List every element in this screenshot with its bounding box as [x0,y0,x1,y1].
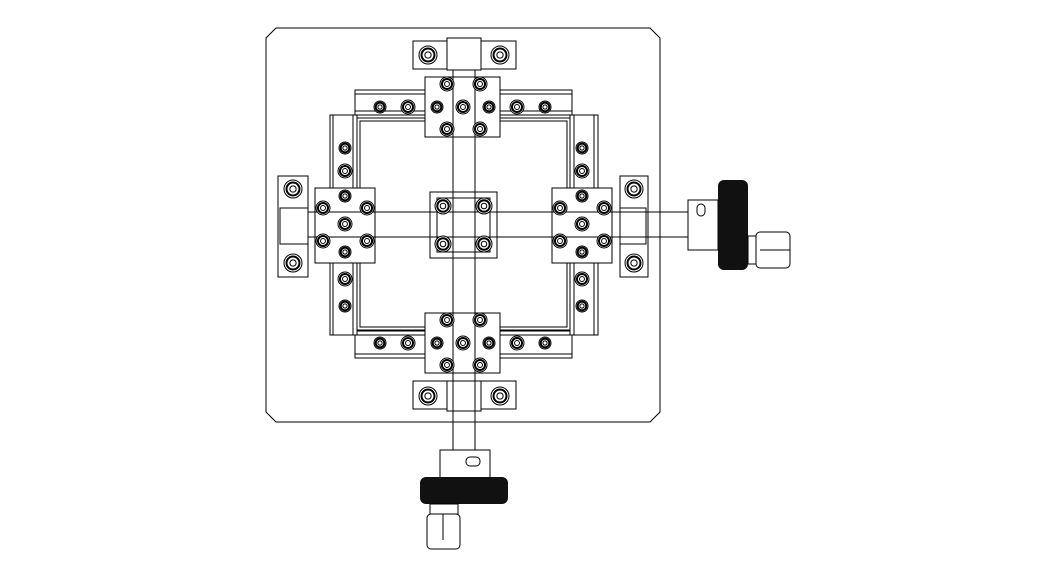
screw-icon [439,121,455,137]
screw-icon [509,99,525,115]
screw-icon [455,99,471,115]
screw-icon [439,76,455,92]
screw-icon [338,245,352,259]
screw-icon [472,121,488,137]
screw-icon [472,312,488,328]
screw-icon [434,197,452,215]
screw-icon [475,197,493,215]
screw-icon [538,100,552,114]
screw-icon [338,141,352,155]
screw-icon [418,45,438,65]
screw-icon [400,99,416,115]
screw-icon [359,200,375,216]
screw-icon [283,179,303,199]
screw-icon [575,299,589,313]
screw-icon [359,233,375,249]
screw-icon [439,312,455,328]
screw-icon [538,336,552,350]
screw-icon [315,233,331,249]
screw-icon [575,189,589,203]
screw-icon [337,271,353,287]
screw-icon [439,357,455,373]
screw-icon [482,100,496,114]
screw-icon [400,335,416,351]
screw-icon [552,200,568,216]
right-micrometer[interactable] [687,180,791,270]
screw-icon [373,100,387,114]
bottom-micrometer[interactable] [420,449,508,550]
screw-icon [490,45,510,65]
screw-icon [596,233,612,249]
screw-icon [337,163,353,179]
screw-icon [624,253,644,273]
screw-icon [430,100,444,114]
screw-icon [418,386,438,406]
screw-icon [338,299,352,313]
screw-icon [315,200,331,216]
screw-icon [575,245,589,259]
screw-icon [509,335,525,351]
screw-icon [624,179,644,199]
screw-icon [455,335,471,351]
screw-icon [434,235,452,253]
screw-icon [574,271,590,287]
screw-icon [574,163,590,179]
screw-icon [482,336,496,350]
screw-icon [430,336,444,350]
screw-icon [373,336,387,350]
screw-icon [472,357,488,373]
screw-icon [574,216,590,232]
screw-icon [596,200,612,216]
screw-icon [283,253,303,273]
screw-icon [472,76,488,92]
screw-icon [337,216,353,232]
bottom-knurled-knob[interactable] [420,477,508,504]
screw-icon [490,386,510,406]
screw-icon [552,233,568,249]
right-knurled-knob[interactable] [718,180,748,270]
screw-icon [575,141,589,155]
screw-icon [475,235,493,253]
screw-icon [338,189,352,203]
